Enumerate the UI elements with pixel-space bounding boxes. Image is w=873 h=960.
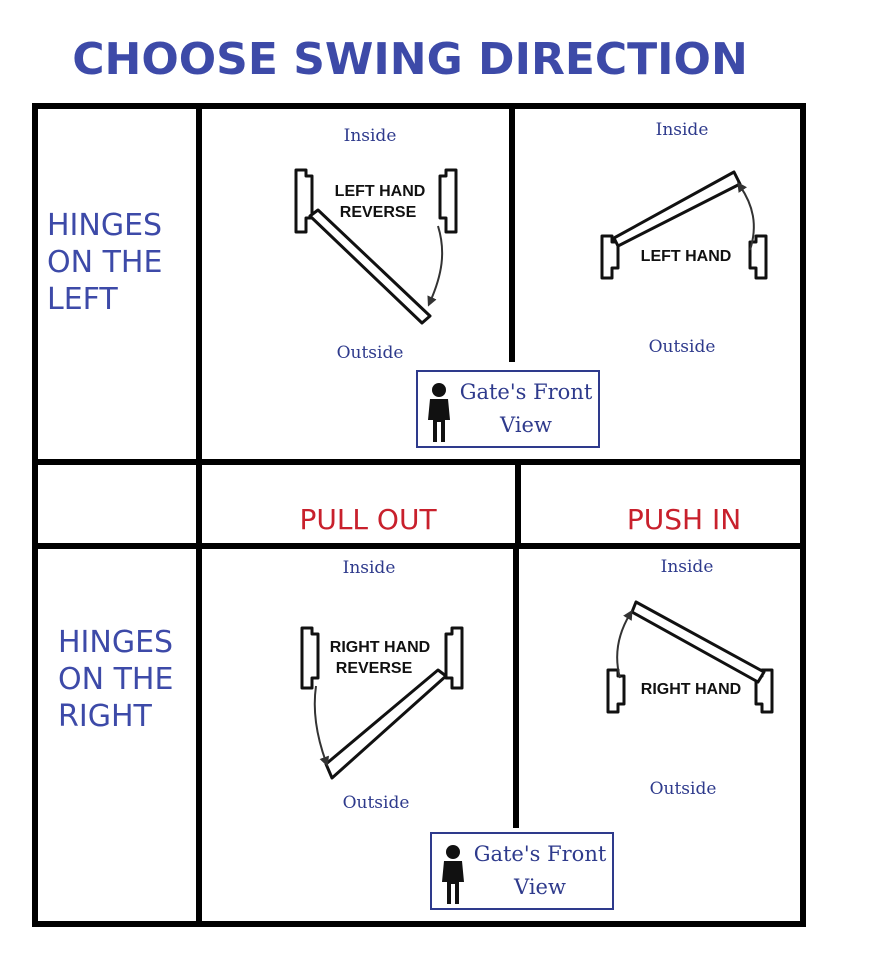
front-view-text: Gate's Front View [470, 838, 610, 904]
row-label-line: HINGES [58, 625, 174, 660]
latch-post-right [438, 168, 458, 234]
grid-outer-border [32, 103, 806, 927]
gate-type-label: RIGHT HAND [641, 681, 741, 698]
row-label-hinges-left: HINGES ON THE LEFT [47, 207, 162, 318]
latch-post-right [444, 626, 464, 690]
panel-right-reverse-inside-label: Inside [342, 558, 396, 578]
front-view-text: Gate's Front View [456, 376, 596, 442]
front-view-line1: Gate's Front [473, 842, 607, 866]
gate-type-label-line2: REVERSE [340, 204, 417, 221]
gate-leaf [630, 600, 766, 684]
front-view-box-top: Gate's Front View [416, 370, 600, 448]
row-label-line: ON THE [58, 662, 174, 697]
panel-right-reverse-outside-label: Outside [342, 793, 410, 813]
column-label-pull-out: PULL OUT [299, 503, 437, 536]
gate-type-label-line1: LEFT HAND [335, 183, 426, 200]
column-label-push-in: PUSH IN [626, 503, 742, 536]
left-hand-diagram: LEFT HAND [600, 170, 768, 280]
hinge-post-left [294, 168, 314, 234]
hinge-post-left [606, 668, 626, 714]
swing-arrow [616, 609, 633, 679]
right-hand-diagram: RIGHT HAND [606, 600, 774, 714]
gate-type-label-line1: RIGHT HAND [330, 639, 430, 656]
panel-right-hand-inside-label: Inside [660, 557, 714, 577]
person-icon [442, 845, 464, 904]
hinge-post-left [300, 626, 320, 690]
latch-post-right [748, 234, 768, 280]
panel-left-reverse-inside-label: Inside [343, 126, 397, 146]
gate-leaf [324, 668, 448, 780]
gate-leaf [308, 208, 432, 325]
row-label-line: RIGHT [58, 699, 152, 734]
panel-left-hand-outside-label: Outside [648, 337, 716, 357]
left-hand-reverse-diagram: LEFT HAND REVERSE [294, 168, 458, 325]
row-label-line: ON THE [47, 245, 163, 280]
front-view-line1: Gate's Front [459, 380, 593, 404]
row-label-line: HINGES [47, 208, 163, 243]
front-view-box-bottom: Gate's Front View [430, 832, 614, 910]
front-view-line2: View [500, 413, 552, 437]
swing-arrow [737, 181, 755, 251]
front-view-line2: View [514, 875, 566, 899]
swing-arrow [427, 225, 444, 307]
person-icon [428, 383, 450, 442]
row-label-hinges-right: HINGES ON THE RIGHT [58, 624, 173, 735]
hinge-post-left [600, 234, 620, 280]
right-hand-reverse-diagram: RIGHT HAND REVERSE [300, 626, 464, 780]
page-title: CHOOSE SWING DIRECTION [72, 34, 748, 85]
panel-left-reverse-outside-label: Outside [336, 343, 404, 363]
gate-type-label-line2: REVERSE [336, 660, 413, 677]
gate-type-label: LEFT HAND [641, 248, 732, 265]
gate-leaf [612, 170, 742, 248]
panel-left-hand-inside-label: Inside [655, 120, 709, 140]
panel-right-hand-outside-label: Outside [649, 779, 717, 799]
row-label-line: LEFT [47, 282, 118, 317]
swing-arrow [313, 685, 329, 767]
